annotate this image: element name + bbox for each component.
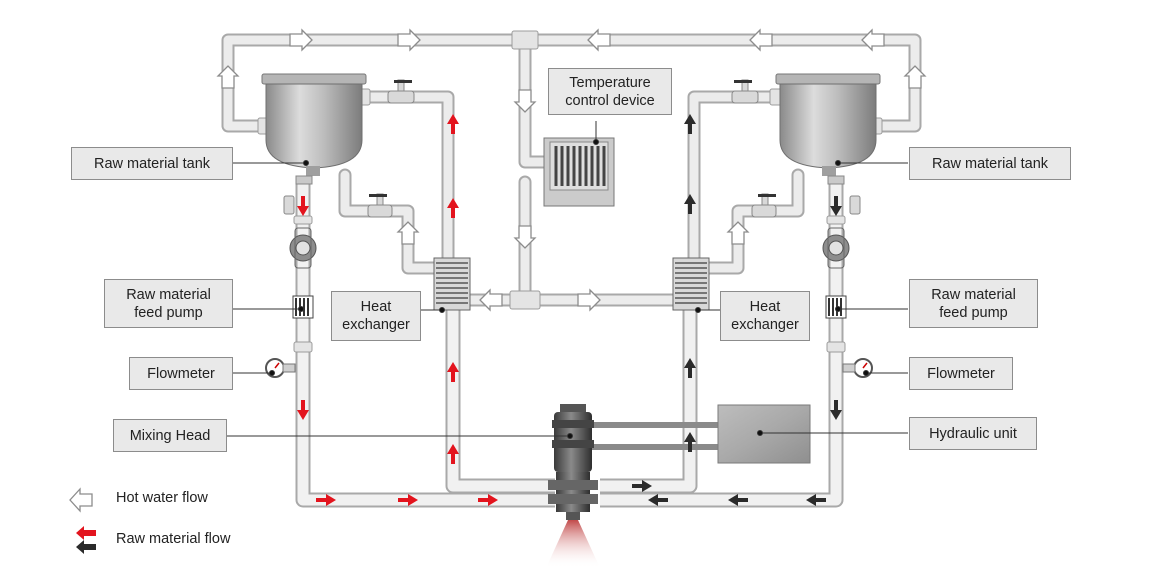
- mixing-head-label: Mixing Head: [113, 419, 227, 452]
- leader-lines: [226, 121, 908, 439]
- heat-exchanger-left-unit: [433, 257, 471, 311]
- hydraulic-unit-label: Hydraulic unit: [909, 417, 1037, 450]
- flowmeter-left-label: Flowmeter: [129, 357, 233, 390]
- temperature-control-unit: [543, 137, 615, 207]
- mixing-head-unit: [546, 404, 600, 568]
- sight-glasses: [289, 227, 850, 269]
- raw-material-tank-right: [775, 73, 881, 185]
- flowmeters: [265, 358, 873, 378]
- temperature-control-label: Temperature control device: [548, 68, 672, 115]
- feed-pump-left-label: Raw material feed pump: [104, 279, 233, 328]
- legend-raw-material-label: Raw material flow: [116, 531, 231, 547]
- heat-exchanger-right-unit: [672, 257, 710, 311]
- raw-material-tank-left: [261, 73, 367, 185]
- legend-hot-water-label: Hot water flow: [116, 490, 208, 506]
- raw-material-tank-left-label: Raw material tank: [71, 147, 233, 180]
- raw-flow-arrows-red: [297, 114, 498, 506]
- hot-water-arrows: [216, 28, 927, 312]
- hydraulic-unit-box: [717, 404, 811, 464]
- heat-exchanger-right-label: Heat exchanger: [720, 291, 810, 341]
- legend-raw-material-arrows: [76, 526, 96, 554]
- flowmeter-right-label: Flowmeter: [909, 357, 1013, 390]
- valves: [283, 79, 861, 218]
- raw-flow-arrows-dark: [632, 114, 842, 506]
- legend-hot-water-arrow: [69, 487, 93, 513]
- raw-material-tank-right-label: Raw material tank: [909, 147, 1071, 180]
- feed-pump-right-label: Raw material feed pump: [909, 279, 1038, 328]
- hydraulic-lines: [590, 422, 720, 450]
- heat-exchanger-left-label: Heat exchanger: [331, 291, 421, 341]
